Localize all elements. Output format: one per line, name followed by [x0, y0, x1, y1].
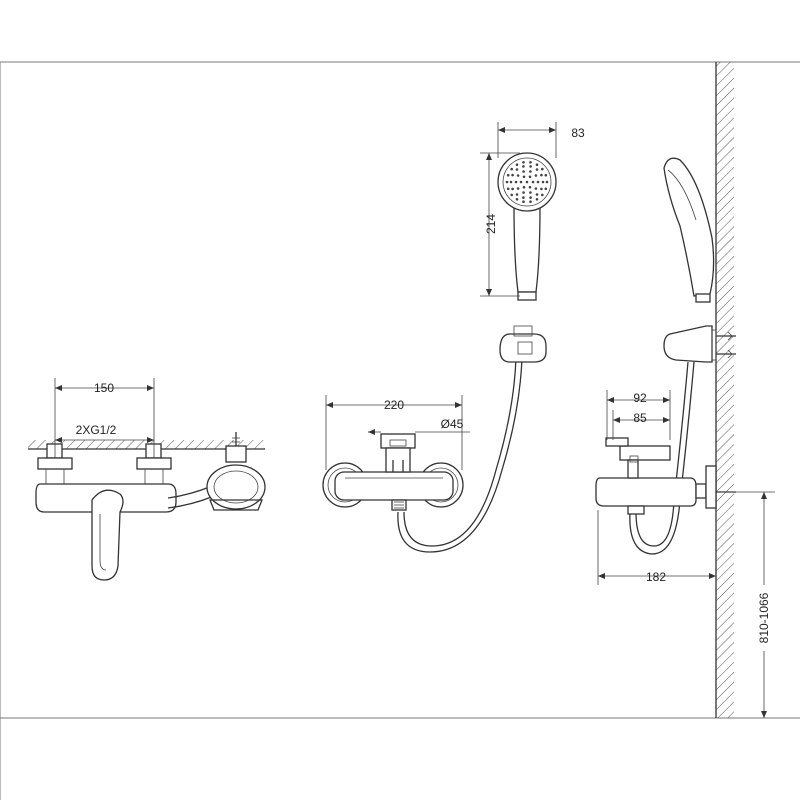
dim-front-spacing: 150: [94, 381, 114, 395]
lever-front: [91, 489, 124, 581]
wall-hatch-side: [716, 62, 734, 718]
nozzle-dot: [519, 180, 523, 184]
nozzle-dot: [534, 187, 538, 190]
top-dimensions: [325, 122, 557, 470]
dim-side-92: 92: [633, 391, 647, 405]
nozzle-dot: [516, 187, 520, 190]
hose-top: [397, 357, 523, 553]
dim-projection: 182: [646, 570, 666, 584]
nozzle-dot: [535, 198, 539, 201]
nozzle-dot: [515, 198, 519, 201]
nozzle-dot: [544, 173, 548, 177]
nozzle-dot: [522, 196, 525, 199]
dim-diameter: Ø45: [441, 417, 464, 431]
nozzle-dot: [541, 180, 545, 184]
nozzle-dot: [515, 168, 519, 171]
nozzle-dot: [536, 180, 540, 184]
nozzle-dot: [514, 180, 518, 184]
front-dimensions: [54, 378, 155, 458]
nozzle-dot: [529, 200, 532, 203]
drawing-frame: [0, 61, 800, 800]
connector-left: [37, 443, 73, 484]
dim-mount-height: 810-1066: [757, 592, 771, 643]
nozzle-pattern: [505, 161, 549, 203]
nozzle-dot: [535, 193, 539, 196]
nozzle-dot: [528, 185, 532, 189]
nozzle-dot: [522, 200, 525, 203]
nozzle-dot: [540, 173, 543, 177]
nozzle-dot: [541, 167, 544, 171]
nozzle-dot: [506, 173, 510, 177]
holder-side: [663, 325, 713, 363]
nozzle-dot: [510, 193, 513, 197]
nozzle-dot: [541, 193, 544, 197]
hose-side: [629, 361, 695, 555]
nozzle-dot: [529, 191, 532, 194]
dim-shower-length: 214: [484, 214, 498, 234]
nozzle-dot: [528, 175, 532, 179]
nozzle-dot: [544, 187, 548, 191]
nozzle-dot: [522, 170, 525, 173]
mixer-body-side: [595, 477, 697, 507]
nozzle-dot: [540, 187, 543, 191]
nozzle-dot: [511, 187, 514, 191]
dim-thread: 2XG1/2: [76, 423, 117, 437]
nozzle-dot: [516, 174, 520, 177]
mixer-body-top: [334, 471, 454, 501]
nozzle-dot: [535, 163, 539, 166]
connector-right: [136, 443, 172, 484]
dim-top-width: 220: [384, 398, 404, 412]
dim-shower-width: 83: [571, 126, 585, 140]
nozzle-dot: [511, 173, 514, 177]
nozzle-dot: [515, 163, 519, 166]
nozzle-dot: [529, 165, 532, 168]
nozzle-dot: [515, 193, 519, 196]
nozzle-dot: [522, 165, 525, 168]
nozzle-dot: [522, 175, 526, 179]
nozzle-dot: [506, 187, 510, 191]
dim-side-85: 85: [633, 411, 647, 425]
holder-top: [499, 333, 547, 363]
nozzle-dot: [535, 168, 539, 171]
nozzle-dot: [510, 167, 513, 171]
nozzle-dot: [505, 180, 509, 184]
nozzle-dot: [522, 185, 526, 189]
shower-head-front: [206, 464, 266, 510]
nozzle-dot: [529, 170, 532, 173]
nozzle-dot: [534, 174, 538, 177]
nozzle-dot: [545, 180, 549, 184]
top-view: [322, 152, 557, 553]
side-view: [595, 62, 736, 718]
front-view: [28, 432, 266, 581]
nozzle-dot: [522, 191, 525, 194]
nozzle-dot: [509, 180, 513, 184]
nozzle-dot: [529, 161, 532, 164]
nozzle-dot: [531, 180, 535, 184]
nozzle-dot: [529, 196, 532, 199]
handset-top: [513, 205, 541, 293]
nozzle-dot: [522, 161, 525, 164]
handset-side: [663, 157, 715, 297]
nozzle-dot: [525, 180, 529, 184]
